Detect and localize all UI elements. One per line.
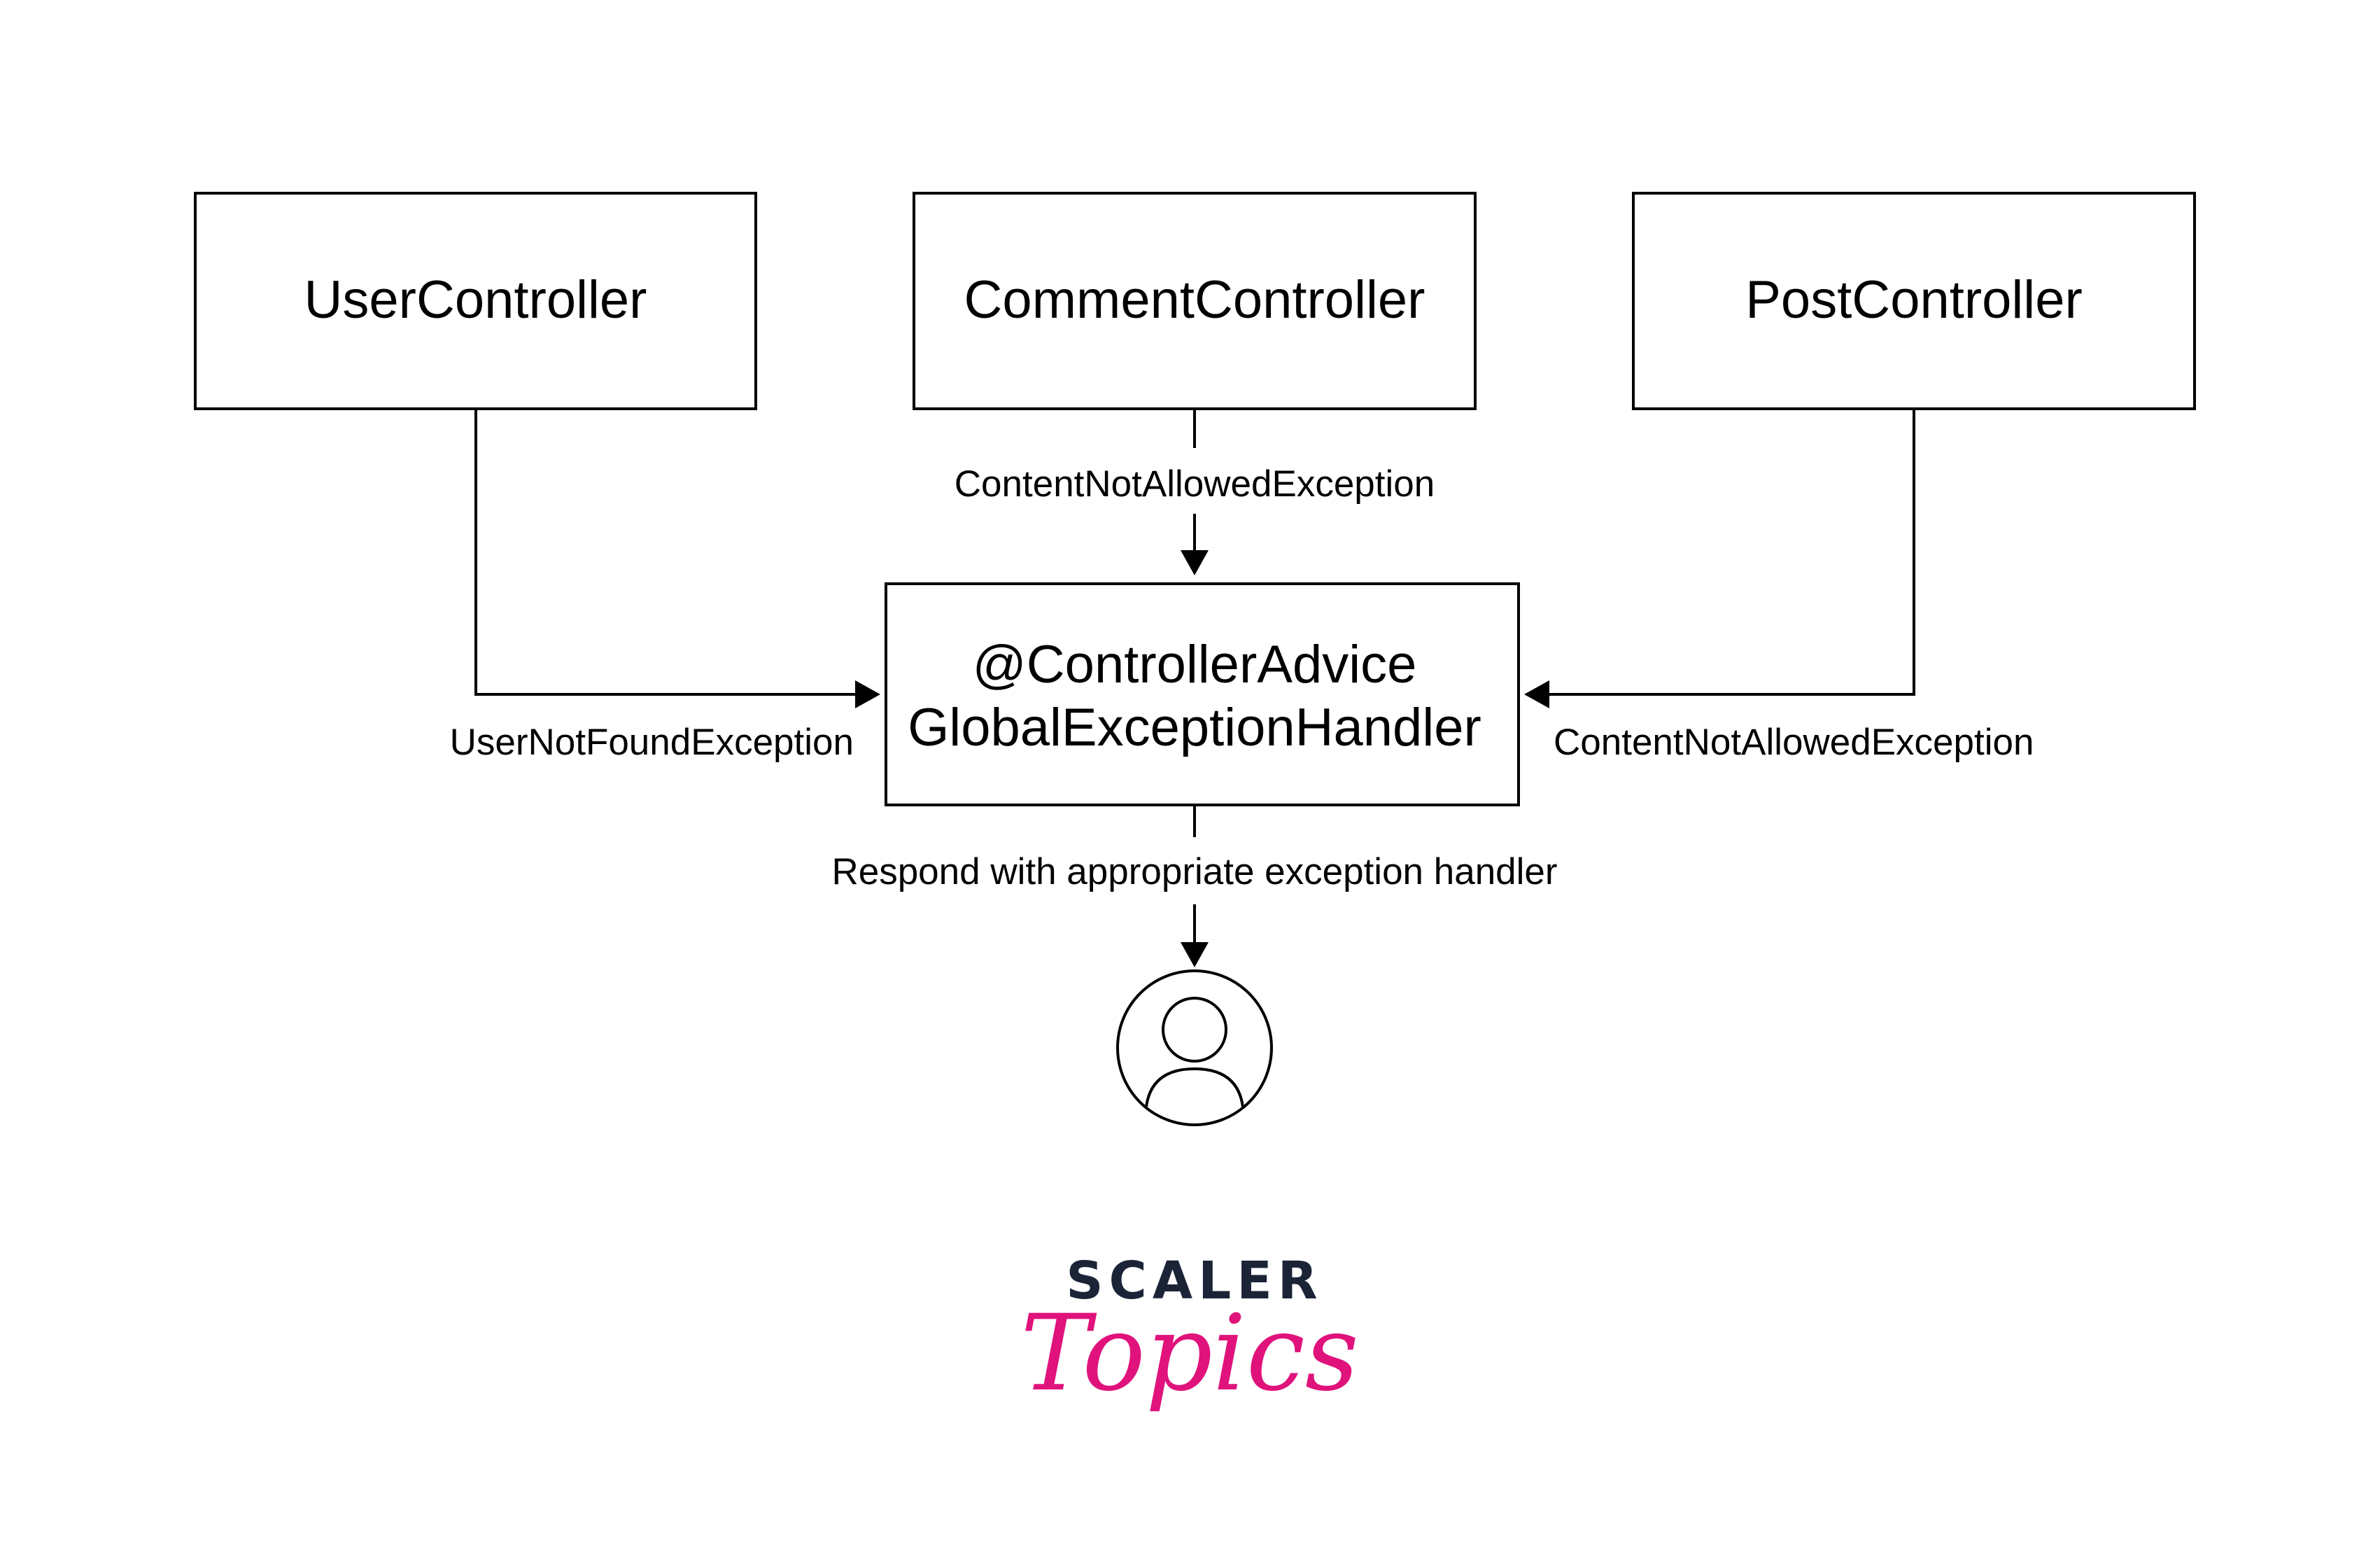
comment-exception-label: ContentNotAllowedException [955, 463, 1435, 505]
global-exception-handler-label: GlobalExceptionHandler [908, 698, 1481, 757]
arrowhead-icon [1181, 942, 1209, 967]
comment-controller-node: CommentController [913, 192, 1477, 410]
comment-controller-label: CommentController [964, 270, 1425, 330]
edge-handler-to-client: Respond with appropriate exception handl… [831, 805, 1558, 967]
edge-user-to-handler: UserNotFoundException [450, 409, 880, 763]
user-controller-node: UserController [194, 192, 757, 410]
user-avatar-icon [1116, 969, 1273, 1126]
post-controller-node: PostController [1632, 192, 2196, 410]
edge-comment-to-handler: ContentNotAllowedException [955, 409, 1435, 575]
logo-scaler-text: SCALER [1066, 1251, 1323, 1311]
user-not-found-label: UserNotFoundException [450, 722, 854, 763]
user-controller-label: UserController [304, 270, 647, 330]
post-exception-label: ContentNotAllowedException [1554, 722, 2034, 763]
post-controller-label: PostController [1745, 270, 2083, 330]
respond-label: Respond with appropriate exception handl… [831, 851, 1557, 892]
arrowhead-icon [1181, 550, 1209, 575]
controller-advice-label: @ControllerAdvice [973, 635, 1417, 694]
global-exception-handler-node: @ControllerAdvice GlobalExceptionHandler [885, 582, 1520, 806]
scaler-topics-logo: SCALER Topics [1020, 1251, 1359, 1415]
edge-post-to-handler: ContentNotAllowedException [1524, 409, 2034, 763]
logo-topics-text: Topics [1020, 1293, 1359, 1415]
arrowhead-icon [855, 680, 880, 708]
arrowhead-icon [1524, 680, 1549, 708]
